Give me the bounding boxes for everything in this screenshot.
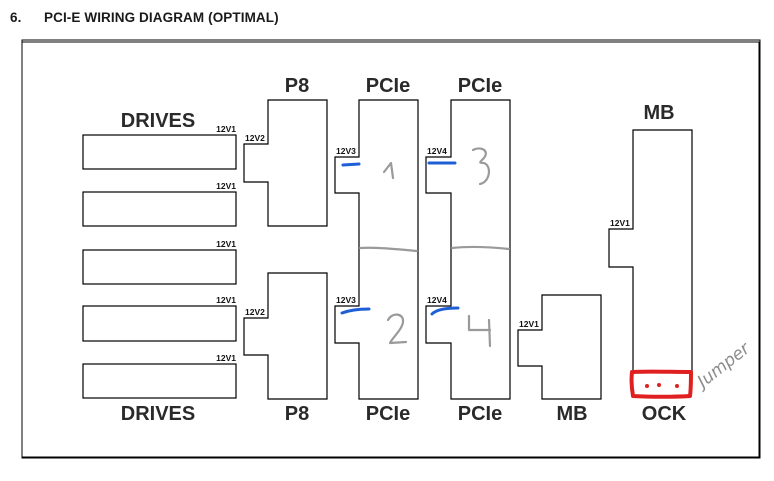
blue-marker-pcie-1 — [341, 162, 361, 167]
rail-label: 12V1 — [519, 319, 539, 329]
drive-slot: 12V1 — [82, 181, 237, 227]
handwritten-number-1 — [382, 161, 395, 180]
section-heading: 6. PCI-E WIRING DIAGRAM (OPTIMAL) — [10, 10, 279, 25]
pencil-divider-line — [450, 245, 511, 251]
rail-label: 12V3 — [336, 295, 356, 305]
section-number: 6. — [10, 10, 22, 25]
pcie-connector-left: PCIe 12V3 12V3 PCIe — [334, 75, 419, 425]
mb-connector-tall: MB 12V1 OCK — [608, 102, 693, 425]
rail-label: 12V1 — [216, 181, 236, 191]
drive-slot: 12V1 — [82, 124, 237, 170]
rail-label: 12V2 — [245, 133, 265, 143]
diagram-frame — [21, 39, 761, 459]
p8-connector-top: P8 12V2 — [243, 75, 328, 227]
rail-label: 12V1 — [216, 239, 236, 249]
jumper-pin — [657, 383, 661, 387]
pcie-label: PCIe — [458, 75, 502, 97]
rail-label: 12V1 — [216, 353, 236, 363]
rail-label: 12V4 — [427, 146, 447, 156]
drive-slot: 12V1 — [82, 239, 237, 285]
handwritten-number-3 — [471, 147, 490, 186]
mb-connector-small: 12V1 MB — [517, 294, 602, 425]
drives-label-bottom: DRIVES — [121, 403, 195, 425]
handwritten-number-2 — [386, 313, 408, 345]
pcie-label: PCIe — [366, 75, 410, 97]
p8-label: P8 — [285, 403, 309, 425]
drive-slot: 12V1 — [82, 295, 237, 342]
blue-marker-pcie-2 — [340, 307, 371, 315]
p8-connector-bottom: 12V2 P8 — [243, 272, 328, 425]
rail-label: 12V1 — [216, 295, 236, 305]
pcie-connector-right: PCIe 12V4 12V4 PCIe — [425, 75, 511, 425]
rail-label: 12V1 — [216, 124, 236, 134]
handwritten-number-4 — [467, 314, 492, 348]
handwritten-jumper-note: Jumper — [691, 338, 754, 394]
jumper-pin — [675, 384, 679, 388]
mb-label: MB — [556, 403, 587, 425]
drive-slot: 12V1 — [82, 353, 237, 399]
p8-label: P8 — [285, 75, 309, 97]
blue-marker-pcie-4 — [430, 306, 460, 316]
section-title: PCI-E WIRING DIAGRAM (OPTIMAL) — [44, 10, 279, 25]
mb-label: MB — [643, 102, 674, 124]
rail-label: 12V1 — [610, 218, 630, 228]
pcie-label: PCIe — [458, 403, 502, 425]
rail-label: 12V4 — [427, 295, 447, 305]
drives-label-top: DRIVES — [121, 110, 195, 132]
jumper-pin — [645, 384, 649, 388]
pcie-label: PCIe — [366, 403, 410, 425]
jumper-highlight — [629, 369, 693, 399]
rail-label: 12V3 — [336, 146, 356, 156]
ock-label: OCK — [642, 403, 687, 425]
rail-label: 12V2 — [245, 307, 265, 317]
pencil-divider-line — [358, 246, 419, 253]
